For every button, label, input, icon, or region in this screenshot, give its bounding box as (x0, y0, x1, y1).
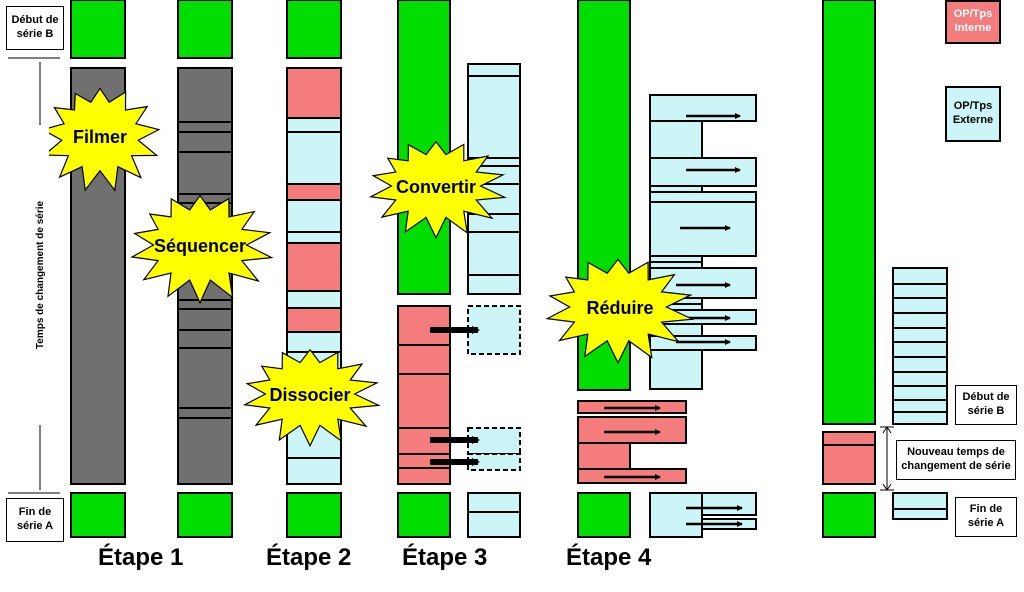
burst-reduire-text: Réduire (586, 298, 654, 318)
burst-filmer-text: Filmer (72, 127, 128, 147)
burst-dissocier-text: Dissocier (269, 385, 351, 405)
legend-interne-text: OP/Tps Interne (953, 8, 993, 34)
burst-convertir-text: Convertir (395, 177, 476, 197)
label-fin-serie-a: Fin de série A (6, 498, 64, 542)
burst-reduire-shape (545, 258, 695, 365)
legend-externe: OP/Tps Externe (945, 86, 1001, 142)
burst-dissocier-shape (242, 348, 381, 448)
legend-interne: OP/Tps Interne (945, 0, 1001, 44)
label-temps-changement: Temps de changement de série (35, 125, 49, 425)
label-debut-serie-b-text: Début de série B (11, 14, 59, 40)
label-fin-serie-a-right: Fin de série A (955, 497, 1017, 537)
burst-group (41, 87, 695, 448)
label-fin-serie-a-right-text: Fin de série A (967, 503, 1005, 529)
step-label-4: Étape 4 (566, 544, 652, 571)
legend-externe-text: OP/Tps Externe (952, 100, 994, 126)
label-fin-serie-a-text: Fin de série A (16, 506, 54, 532)
step2-column (286, 0, 342, 538)
burst-convertir-shape (368, 140, 507, 240)
step3-column (397, 0, 521, 538)
burst-sequencer-shape (130, 194, 274, 305)
step1-series-b-bar (70, 0, 126, 59)
label-nouveau-temps: Nouveau temps de changement de série (896, 440, 1016, 480)
label-debut-serie-b-right-text: Début de série B (962, 391, 1010, 417)
step4-column (577, 0, 757, 538)
burst-sequencer-text: Séquencer (153, 236, 247, 256)
step1-series-a-bar (70, 492, 126, 538)
label-debut-serie-b-right: Début de série B (955, 385, 1017, 425)
label-debut-serie-b: Début de série B (6, 6, 64, 50)
step-label-2: Étape 2 (266, 544, 352, 571)
step1-column (70, 0, 126, 538)
result-column (822, 0, 948, 538)
step-label-3: Étape 3 (402, 544, 488, 571)
step-label-1: Étape 1 (98, 544, 184, 571)
burst-filmer-shape (41, 87, 161, 192)
label-nouveau-temps-text: Nouveau temps de changement de série (901, 446, 1011, 472)
